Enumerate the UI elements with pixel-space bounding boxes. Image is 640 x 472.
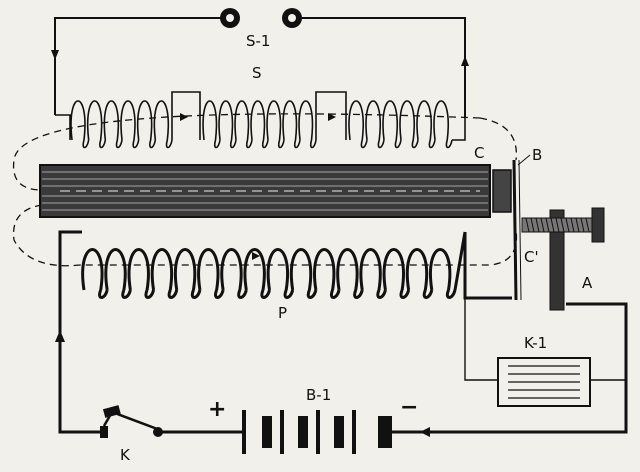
breaker-spring [512,159,518,301]
condenser-wire [464,298,626,381]
secondary-coil-arrow [180,113,188,121]
secondary-circuit-wire [54,17,466,118]
contact-point-label: C' [524,248,539,266]
secondary-arrow-up [461,56,469,66]
breaker-label: B [532,146,542,164]
primary-arrow-left [420,427,430,437]
battery-plus-sign: + [208,397,226,422]
switch-label: K [120,446,131,464]
condenser-label: K-1 [524,334,547,352]
condenser [497,357,591,407]
battery-label: B-1 [306,386,331,404]
secondary-coil-arrow-2 [328,113,336,121]
battery-minus-sign: − [400,395,418,420]
iron-core [39,164,491,218]
spark-gap-label: S-1 [246,32,270,50]
adjusting-screw-label: A [582,274,593,292]
primary-coil-arrow [252,252,260,260]
magnetic-field-lines [12,113,518,267]
key-switch [100,405,163,438]
primary-coil [81,231,467,299]
primary-arrow-up [55,330,65,342]
core-end-cap [492,169,512,213]
secondary-arrow-down [51,50,59,60]
spark-gap [220,8,302,28]
primary-coil-label: P [278,304,287,322]
adjusting-screw [521,207,605,311]
secondary-coil [55,91,466,149]
secondary-coil-label: S [252,64,262,82]
core-label: C [474,144,484,162]
battery [242,410,392,454]
breaker-assembly [492,159,522,301]
